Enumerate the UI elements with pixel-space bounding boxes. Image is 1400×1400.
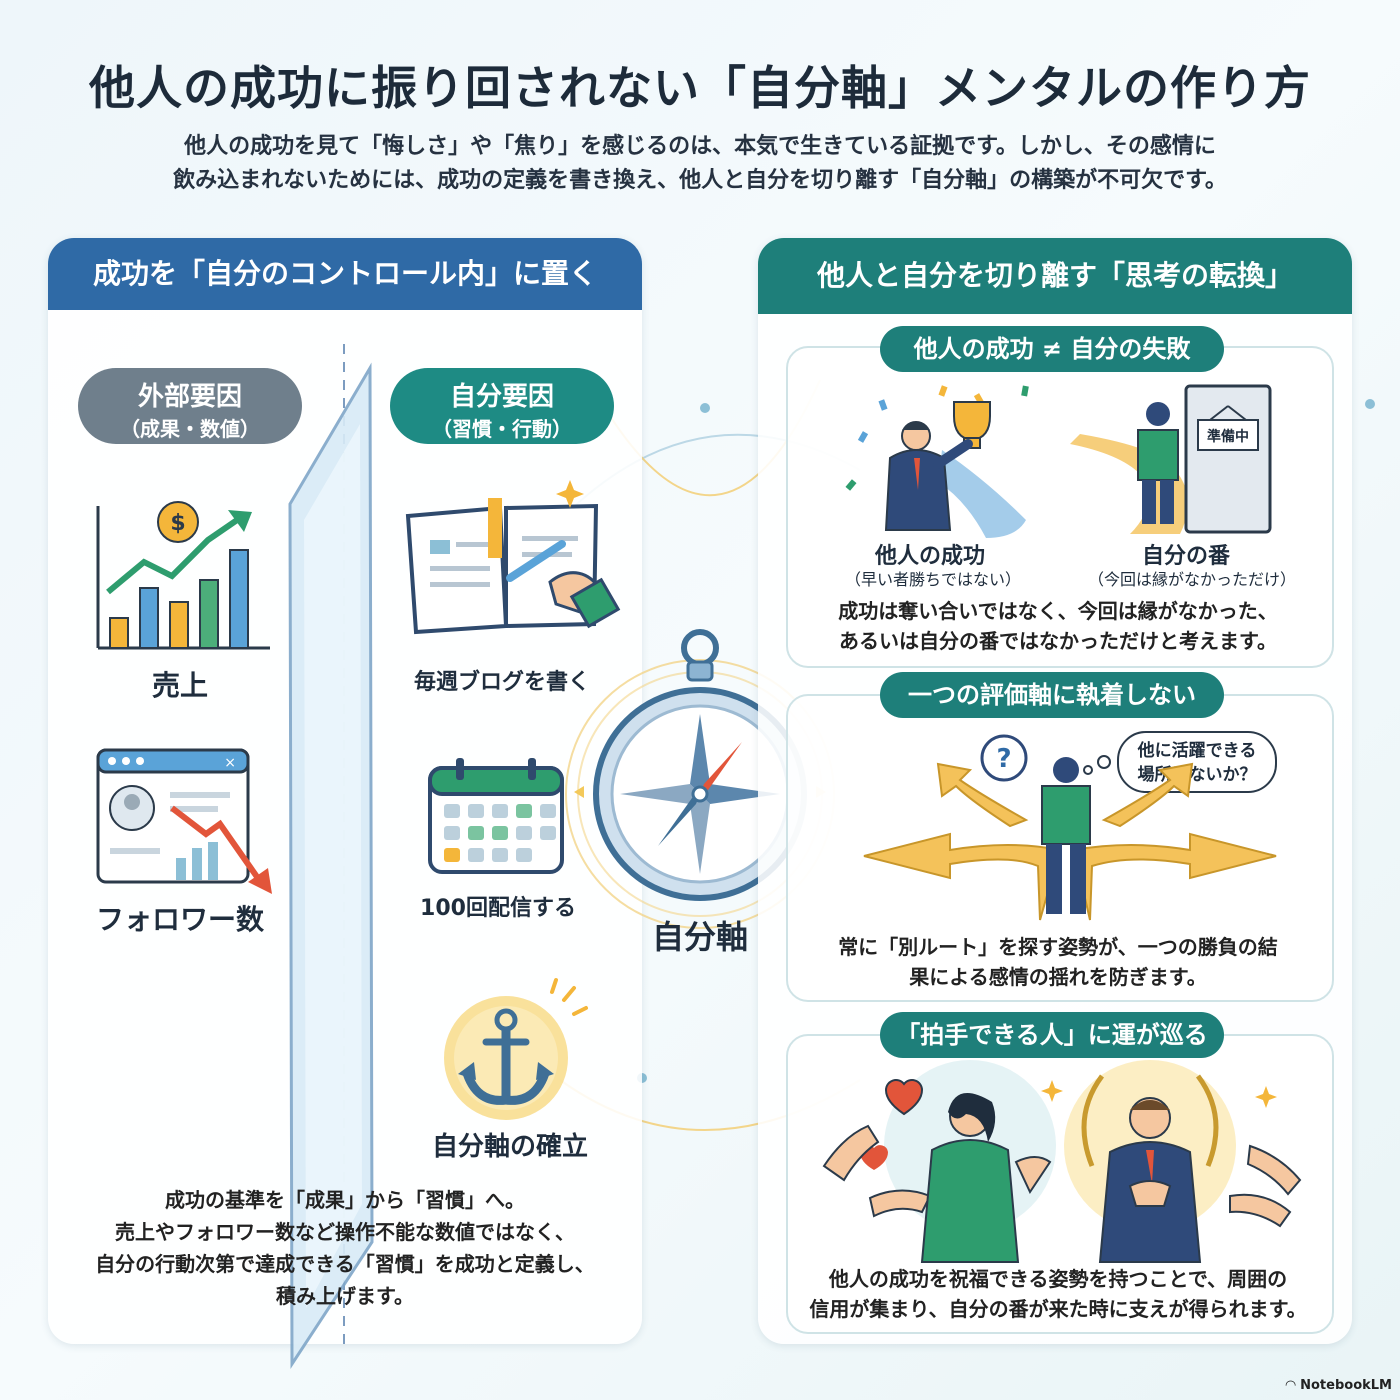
card2-body-line-2: 果による感情の揺れを防ぎます。	[909, 965, 1207, 989]
anchor-label: 自分軸の確立	[431, 1132, 588, 1162]
card2-tab: 一つの評価軸に執着しない	[880, 672, 1224, 718]
external-factors-pill: 外部要因 （成果・数値）	[78, 368, 302, 444]
card1-body: 成功は奪い合いではなく、今回は縁がなかった、 あるいは自分の番ではなかっただけと…	[800, 596, 1316, 656]
internal-title: 自分要因	[449, 382, 554, 412]
followers-window-icon: ×	[96, 748, 272, 894]
card2-body-line-1: 常に「別ルート」を探す姿勢が、一つの勝負の結	[838, 935, 1278, 959]
intro-line-2: 飲み込まれないためには、成功の定義を書き換え、他人と自分を切り離す「自分軸」の構…	[173, 168, 1227, 193]
right-panel-header: 他人と自分を切り離す「思考の転換」	[758, 238, 1352, 314]
question-mark: ?	[996, 744, 1011, 774]
internal-factors-pill: 自分要因 （習慣・行動）	[390, 368, 614, 444]
intro-line-1: 他人の成功を見て「悔しさ」や「焦り」を感じるのは、本気で生きている証拠です。しか…	[184, 134, 1216, 159]
left-summary: 成功の基準を「成果」から「習慣」へ。 売上やフォロワー数など操作不能な数値ではな…	[60, 1184, 630, 1312]
card1-left-title: 他人の成功	[874, 544, 985, 569]
applause-illustration	[822, 1060, 1302, 1263]
card1-body-line-2: あるいは自分の番ではなかっただけと考えます。	[839, 629, 1277, 653]
sales-label: 売上	[151, 669, 208, 702]
followers-label: フォロワー数	[95, 903, 264, 936]
card1-body-line-1: 成功は奪い合いではなく、今回は縁がなかった、	[838, 599, 1278, 623]
card1-left-sub: （早い者勝ちではない）	[844, 570, 1021, 589]
card3-body: 他人の成功を祝福できる姿勢を持つことで、周囲の 信用が集まり、自分の番が来た時に…	[796, 1264, 1320, 1324]
left-summary-line-3: 自分の行動次第で達成できる「習慣」を成功と定義し、	[95, 1252, 595, 1276]
bubble-line-1: 他に活躍できる	[1137, 740, 1257, 761]
glass-divider	[288, 344, 374, 1370]
external-sub: （成果・数値）	[120, 417, 260, 441]
internal-sub: （習慣・行動）	[432, 417, 572, 441]
left-summary-line-4: 積み上げます。	[276, 1284, 414, 1308]
left-panel-header: 成功を「自分のコントロール内」に置く	[48, 238, 642, 310]
crossroads-illustration: ? 他に活躍できる 場所はないか？	[863, 731, 1277, 921]
brand-name: NotebookLM	[1300, 1378, 1392, 1393]
trophy-winner-illustration	[845, 385, 1029, 538]
page-title: 他人の成功に振り回されない「自分軸」メンタルの作り方	[89, 61, 1311, 115]
sales-chart-icon: $	[96, 501, 270, 650]
card3-body-line-2: 信用が集まり、自分の番が来た時に支えが得られます。	[809, 1297, 1307, 1321]
mindset-card-3	[786, 1034, 1334, 1334]
card3-tab: 「拍手できる人」に運が巡る	[880, 1012, 1224, 1058]
bubble-line-2: 場所はないか？	[1138, 765, 1257, 785]
blog-label: 毎週ブログを書く	[413, 670, 590, 695]
stream-label: 100回配信する	[420, 896, 576, 921]
intro-text: 他人の成功を見て「悔しさ」や「焦り」を感じるのは、本気で生きている証拠です。しか…	[80, 130, 1320, 198]
svg-text:$: $	[170, 511, 185, 536]
svg-text:×: ×	[224, 755, 236, 771]
card2-body: 常に「別ルート」を探す姿勢が、一つの勝負の結 果による感情の揺れを防ぎます。	[800, 932, 1316, 992]
calendar-icon	[428, 758, 564, 874]
card3-body-line-1: 他人の成功を祝福できる姿勢を持つことで、周囲の	[828, 1267, 1288, 1291]
door-sign-text: 準備中	[1207, 428, 1249, 445]
external-title: 外部要因	[137, 382, 242, 412]
notebook-pen-icon	[405, 480, 621, 635]
notebooklm-logo-icon: ◠	[1285, 1378, 1301, 1393]
path-to-door-illustration: 準備中	[1070, 384, 1272, 534]
footer-brand: ◠ NotebookLM	[1286, 1378, 1392, 1393]
compass-label: 自分軸	[651, 918, 748, 956]
card1-tab: 他人の成功 ≠ 自分の失敗	[880, 326, 1224, 372]
anchor-icon	[444, 978, 588, 1120]
left-summary-line-1: 成功の基準を「成果」から「習慣」へ。	[165, 1188, 525, 1212]
left-summary-line-2: 売上やフォロワー数など操作不能な数値ではなく、	[115, 1220, 575, 1244]
card1-right-title: 自分の番	[1141, 544, 1230, 569]
card1-right-sub: （今回は縁がなかっただけ）	[1087, 570, 1296, 589]
